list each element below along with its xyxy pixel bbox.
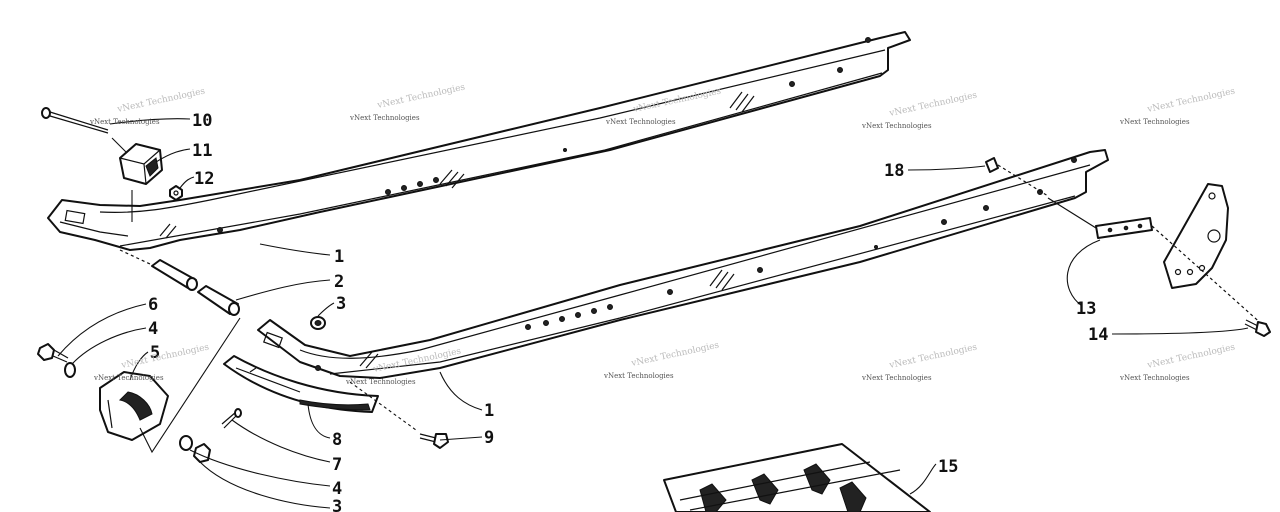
callout-13: 13 (1076, 299, 1096, 319)
callout-7: 7 (332, 455, 342, 475)
watermark-logo: vNext Technologies (120, 342, 211, 371)
part-3-nut-upper (310, 316, 326, 330)
part-18-plug (985, 157, 1049, 197)
watermark: vNext Technologies vNext Technologies (1119, 342, 1236, 382)
watermark: vNext Technologies vNext Technologies (861, 90, 978, 130)
watermark: vNext Technologies vNext Technologies (89, 86, 206, 126)
watermark-text: vNext Technologies (861, 374, 932, 382)
assembly-line (139, 317, 241, 454)
callout-3-lower: 3 (332, 497, 342, 512)
part-4-washer-lower (179, 435, 193, 451)
watermark: vNext Technologies vNext Technologies (861, 342, 978, 382)
watermark: vNext Technologies vNext Technologies (349, 82, 466, 122)
watermark-text: vNext Technologies (603, 372, 674, 380)
lower-slide-rail (257, 149, 1109, 379)
callout-11: 11 (192, 141, 212, 161)
watermark-logo: vNext Technologies (376, 82, 467, 111)
callout-15: 15 (938, 457, 958, 477)
part-10-bolt (41, 107, 129, 155)
watermark-logo: vNext Technologies (888, 90, 979, 119)
watermark-text: vNext Technologies (605, 118, 676, 126)
callout-4-upper: 4 (148, 319, 158, 339)
watermark-text: vNext Technologies (345, 378, 416, 386)
callout-2: 2 (334, 272, 344, 292)
callout-4-lower: 4 (332, 479, 342, 499)
watermark-logo: vNext Technologies (888, 342, 979, 371)
watermark-logo: vNext Technologies (630, 340, 721, 369)
part-11-stop-block (119, 143, 163, 185)
callout-1-upper: 1 (334, 247, 344, 267)
watermark-text: vNext Technologies (861, 122, 932, 130)
leader-lines (57, 118, 1249, 509)
part-4-washer-upper (64, 362, 76, 378)
part-6-bolt (37, 343, 69, 363)
watermark-logo: vNext Technologies (1146, 342, 1237, 371)
watermark-text: vNext Technologies (349, 114, 420, 122)
callout-5: 5 (150, 343, 160, 363)
callout-10: 10 (192, 111, 212, 131)
part-2-spacers (119, 249, 240, 316)
part-14-bolt (1244, 319, 1271, 337)
part-8-wear-strip (223, 355, 379, 413)
watermark-text: vNext Technologies (89, 118, 160, 126)
part-12-nut (131, 185, 183, 222)
callout-3-upper: 3 (336, 294, 346, 314)
part-9-bolt (349, 381, 449, 449)
part-7-screw (221, 408, 242, 429)
callout-labels: 10 11 12 1 2 3 6 4 5 1 9 8 7 4 3 18 13 1… (148, 111, 1108, 512)
callout-18: 18 (884, 161, 904, 181)
callout-6: 6 (148, 295, 158, 315)
watermark-text: vNext Technologies (93, 374, 164, 382)
watermark-text: vNext Technologies (1119, 118, 1190, 126)
callout-12: 12 (194, 169, 214, 189)
part-5-bumper (99, 371, 169, 441)
part-15-track (663, 443, 931, 512)
watermark-logo: vNext Technologies (1146, 86, 1237, 115)
watermark: vNext Technologies vNext Technologies (1119, 86, 1236, 126)
callout-14: 14 (1088, 325, 1108, 345)
callout-9: 9 (484, 428, 494, 448)
part-13-plate (1047, 183, 1265, 327)
callout-8: 8 (332, 430, 342, 450)
watermark-text: vNext Technologies (1119, 374, 1190, 382)
upper-slide-rail (47, 31, 911, 251)
watermark: vNext Technologies vNext Technologies (603, 340, 720, 380)
callout-1-lower: 1 (484, 401, 494, 421)
